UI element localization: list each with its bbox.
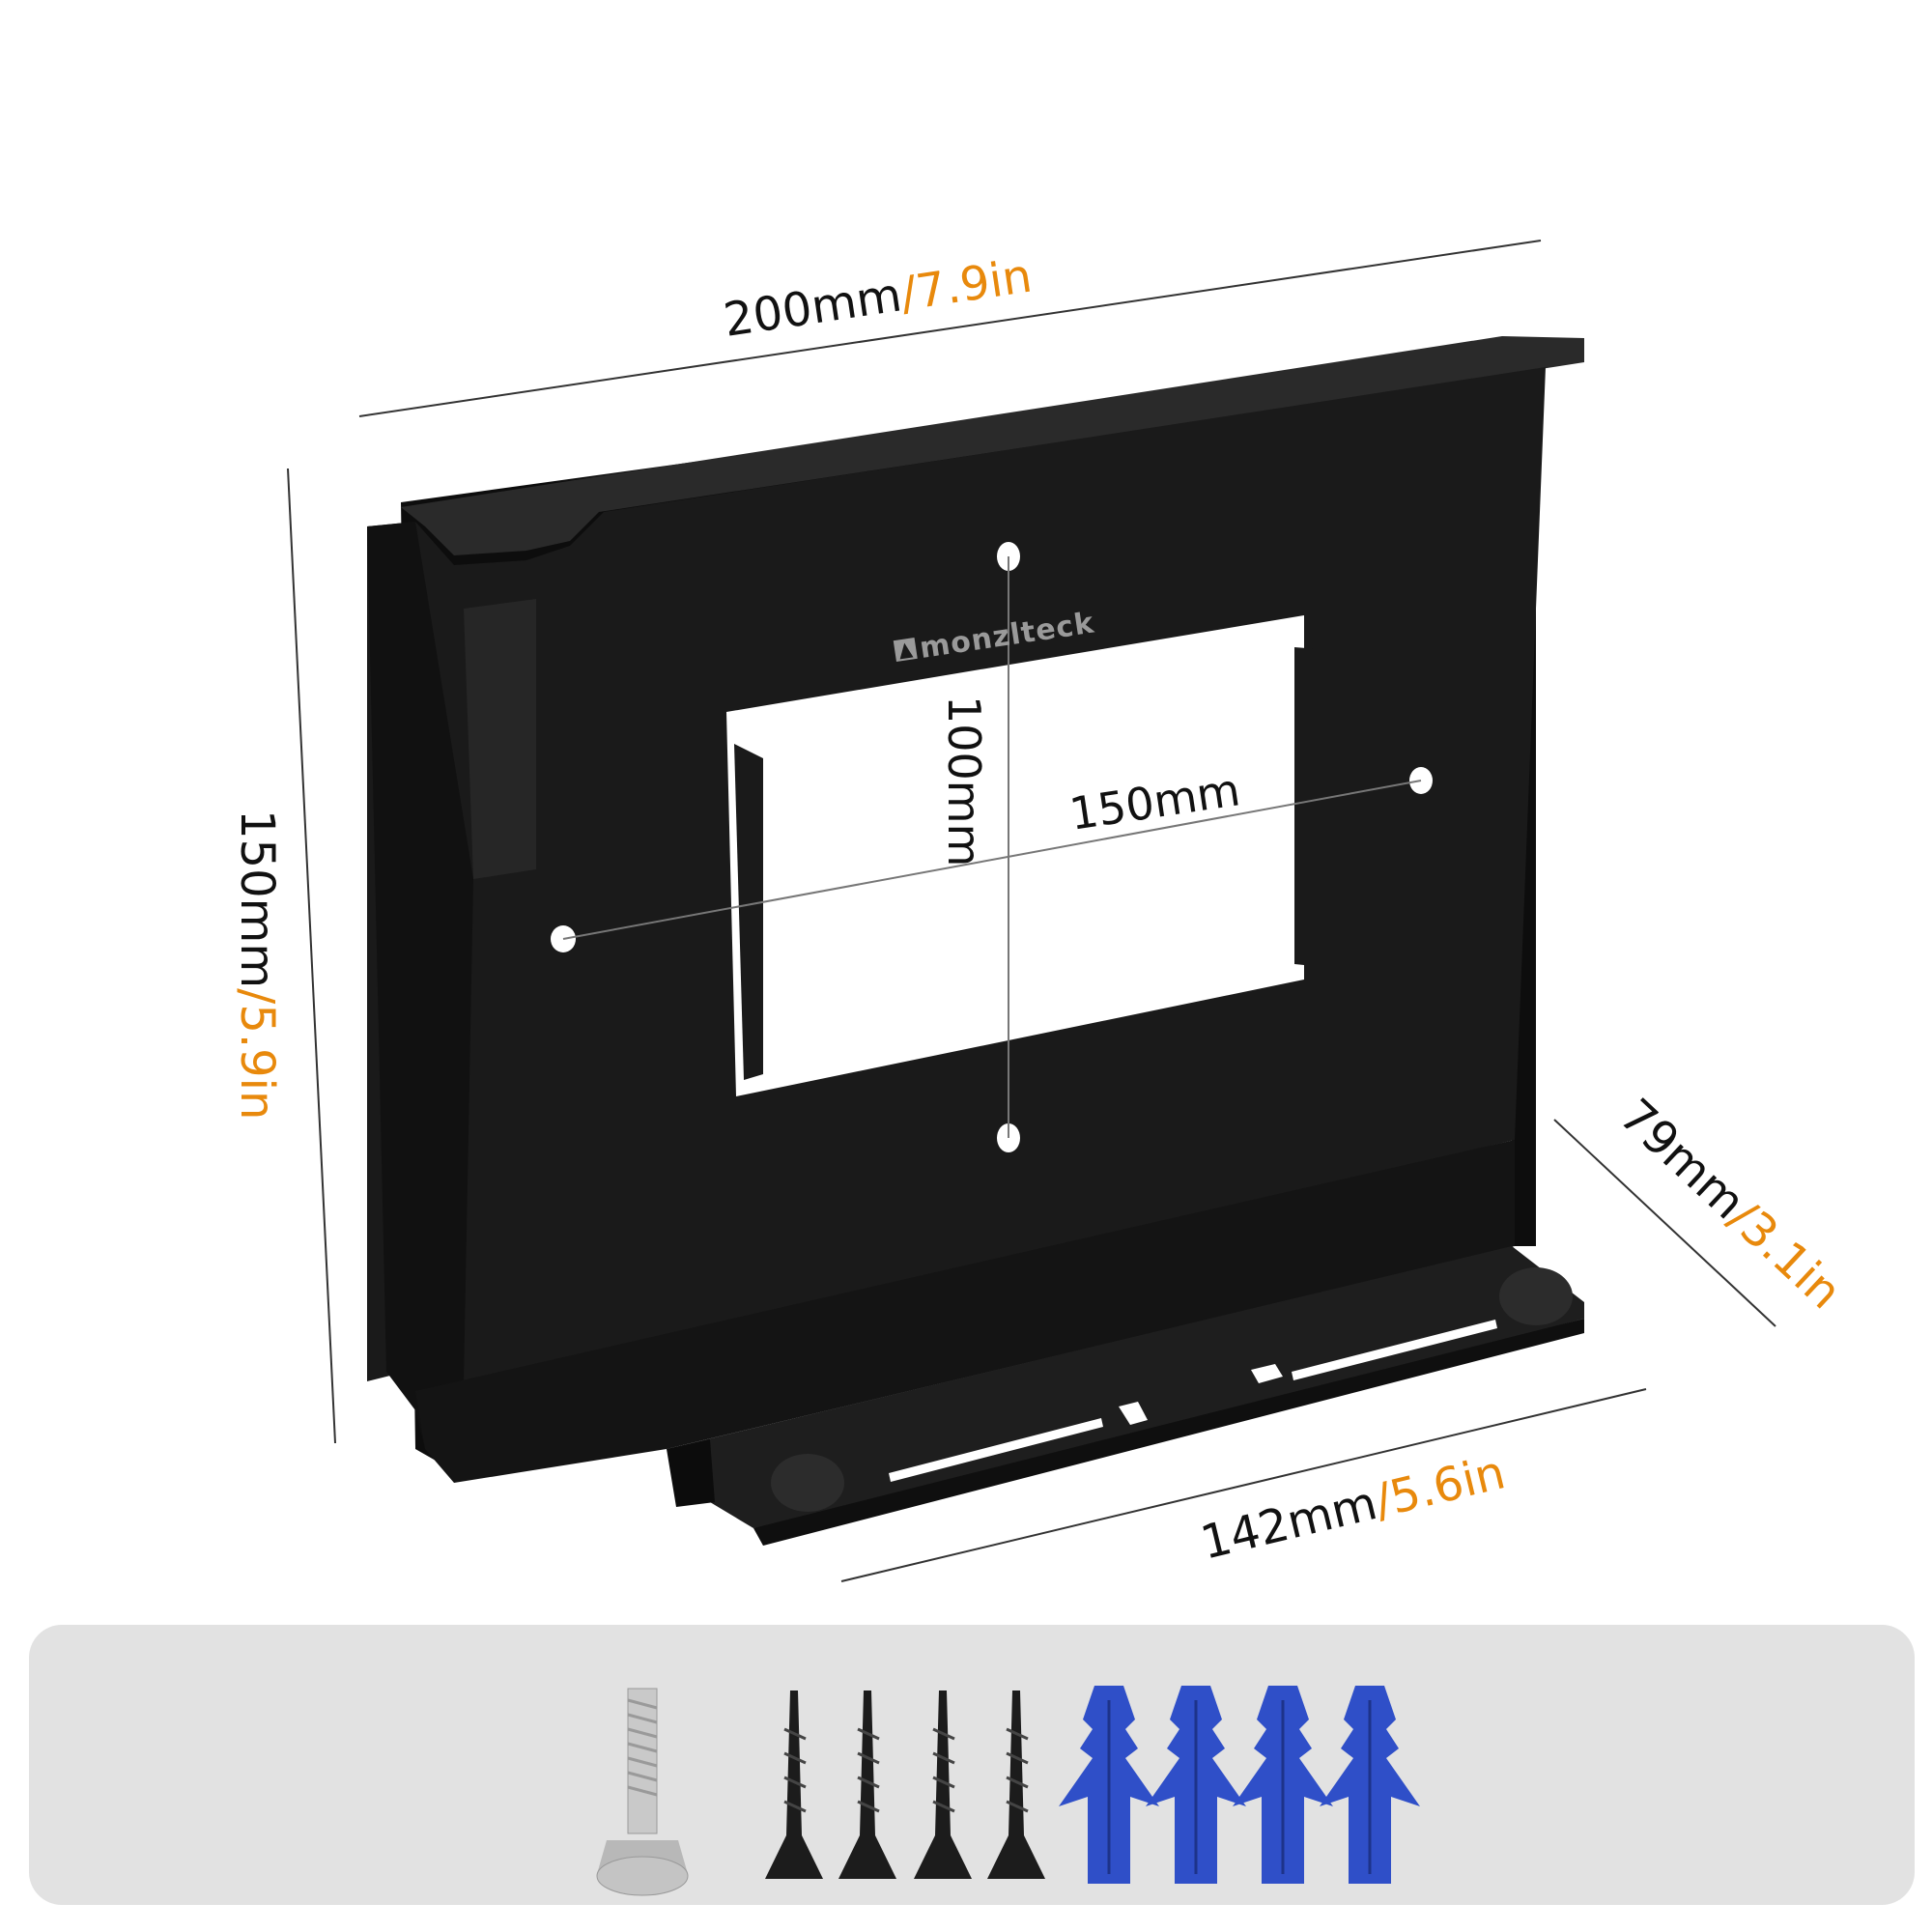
dimension-lines <box>287 240 1776 1582</box>
shelf-slot-center-b <box>1251 1364 1283 1383</box>
height-imperial: 5.9in <box>230 1004 284 1120</box>
shelf-slot-left <box>889 1418 1103 1482</box>
bracket-top-lip <box>401 336 1584 555</box>
rubber-foot-right <box>1499 1267 1573 1325</box>
thumb-screw-icon <box>596 1688 689 1896</box>
wood-screws <box>765 1690 1045 1879</box>
vesa-vertical-label: 100mm <box>938 696 990 867</box>
wall-anchor-icon <box>1233 1686 1333 1884</box>
accessories-panel <box>29 1625 1915 1905</box>
shelf-dimension-line <box>840 1388 1647 1582</box>
bracket-bottom-band <box>415 1140 1515 1483</box>
width-imperial: 7.9in <box>913 249 1036 320</box>
bracket-shelf <box>667 1246 1584 1528</box>
height-dimension-label: 150mm/5.9in <box>230 810 284 1120</box>
width-dimension-label: 200mm/7.9in <box>721 249 1036 348</box>
shelf-front-edge <box>753 1319 1584 1546</box>
vesa-horizontal-line <box>562 780 1422 940</box>
cutout-left-slot <box>734 744 763 1080</box>
brand-logo-mark <box>893 637 918 662</box>
depth-dimension-line <box>1553 1119 1776 1327</box>
rubber-foot-left <box>771 1454 844 1512</box>
wall-mount-bracket: monzlteck 150mm 100mm <box>367 336 1584 1546</box>
depth-metric: 79mm <box>1609 1089 1755 1230</box>
cutout-right-slot <box>1294 647 1319 966</box>
height-metric: 150mm <box>230 810 284 988</box>
bracket-left-tab <box>464 599 536 879</box>
wood-screw-icon <box>765 1690 823 1879</box>
height-dimension-line <box>287 468 336 1444</box>
wood-screw-icon <box>987 1690 1045 1879</box>
height-sep: / <box>230 988 284 1005</box>
shelf-dimension-label: 142mm/5.6in <box>1196 1445 1511 1570</box>
wood-screw-icon <box>914 1690 972 1879</box>
bracket-side-wall <box>367 522 473 1449</box>
shelf-imperial: 5.6in <box>1384 1445 1510 1524</box>
shelf-slot-center-a <box>1119 1402 1148 1425</box>
wall-anchor-icon <box>1059 1686 1159 1884</box>
width-metric: 200mm <box>721 268 905 347</box>
wall-anchors <box>1059 1686 1420 1884</box>
wall-anchor-icon <box>1320 1686 1420 1884</box>
shelf-slot-right <box>1292 1320 1497 1380</box>
wall-anchor-icon <box>1146 1686 1246 1884</box>
width-dimension-line <box>358 240 1542 417</box>
shelf-step <box>667 1439 715 1507</box>
wood-screw-icon <box>838 1690 896 1879</box>
